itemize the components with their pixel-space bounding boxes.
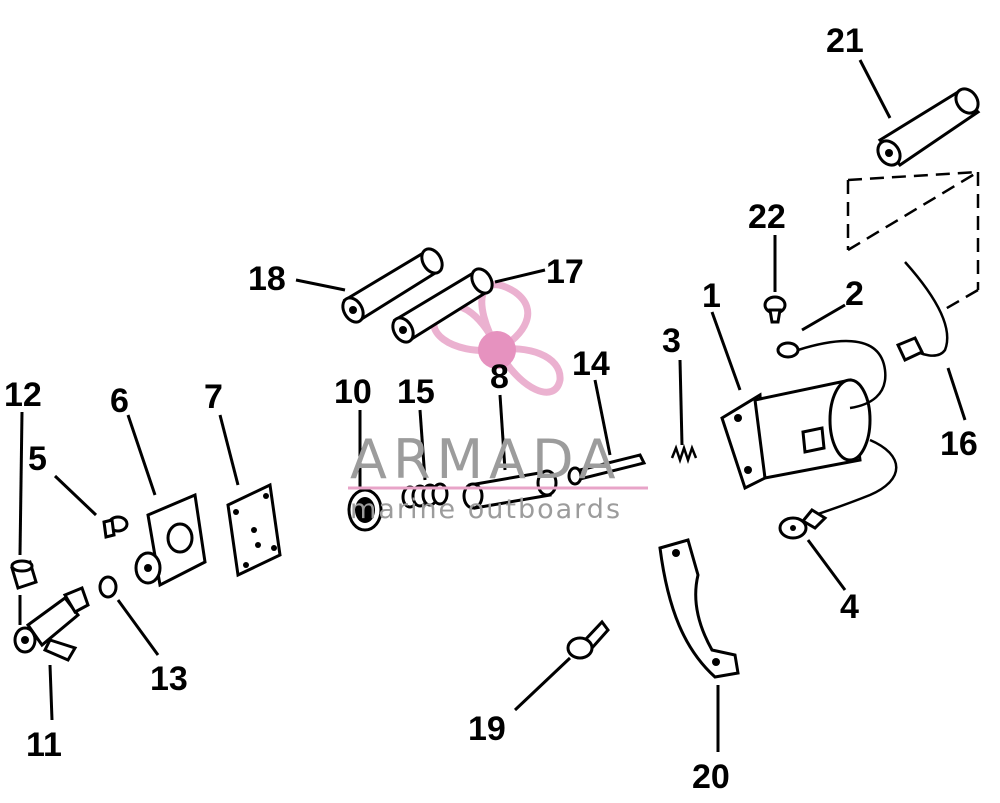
leader-lines: [18, 59, 967, 752]
part-21-dashed-outline: [846, 170, 980, 314]
part-6-cover: [134, 492, 207, 588]
callout-3: 3: [662, 322, 681, 360]
part-11-valve: [13, 586, 90, 662]
callout-6: 6: [110, 382, 129, 420]
callout-14: 14: [572, 345, 610, 383]
part-7-gasket: [226, 482, 282, 578]
callout-22: 22: [748, 198, 786, 236]
part-18-tube: [341, 247, 444, 324]
part-14-rod: [567, 453, 647, 486]
callout-11: 11: [26, 726, 62, 764]
callout-19: 19: [468, 710, 506, 748]
watermark-brand: ARMADA: [350, 428, 622, 491]
callout-12: 12: [4, 376, 42, 414]
callout-21: 21: [826, 22, 864, 60]
watermark-tagline: marine outboards: [350, 494, 622, 525]
part-16-wire-clip: [895, 261, 949, 362]
callout-10: 10: [334, 373, 372, 411]
callout-13: 13: [150, 660, 188, 698]
part-12-cap: [10, 559, 38, 590]
callout-17: 17: [546, 253, 584, 291]
callout-4: 4: [840, 588, 859, 626]
part-22-screw: [763, 295, 787, 324]
part-13-oring: [98, 575, 118, 599]
part-2-wire: [776, 339, 887, 410]
part-3-spring: [670, 444, 698, 464]
part-4-wire: [778, 438, 898, 540]
part-1-solenoid: [720, 378, 872, 491]
callout-20: 20: [692, 758, 730, 796]
part-20-clamp: [658, 538, 740, 679]
callout-2: 2: [845, 275, 864, 313]
part-15-spring: [401, 482, 449, 509]
callout-5: 5: [28, 440, 47, 478]
watermark-text: ARMADA marine outboards: [348, 428, 648, 525]
part-17-tube: [391, 267, 494, 344]
callout-7: 7: [204, 378, 223, 416]
armada-logo: [430, 281, 564, 396]
part-10-nut: [347, 488, 383, 532]
callout-1: 1: [702, 277, 721, 315]
callout-8: 8: [490, 358, 509, 396]
callout-15: 15: [397, 373, 435, 411]
part-19-screw: [566, 619, 610, 660]
callout-16: 16: [940, 425, 978, 463]
part-5-screw: [102, 515, 129, 539]
callout-labels: 21 22 2 1 3 14 8 15 10 18 17 16 4 7 6 5 …: [4, 22, 978, 796]
callout-18: 18: [248, 260, 286, 298]
part-21-tube: [876, 87, 981, 168]
